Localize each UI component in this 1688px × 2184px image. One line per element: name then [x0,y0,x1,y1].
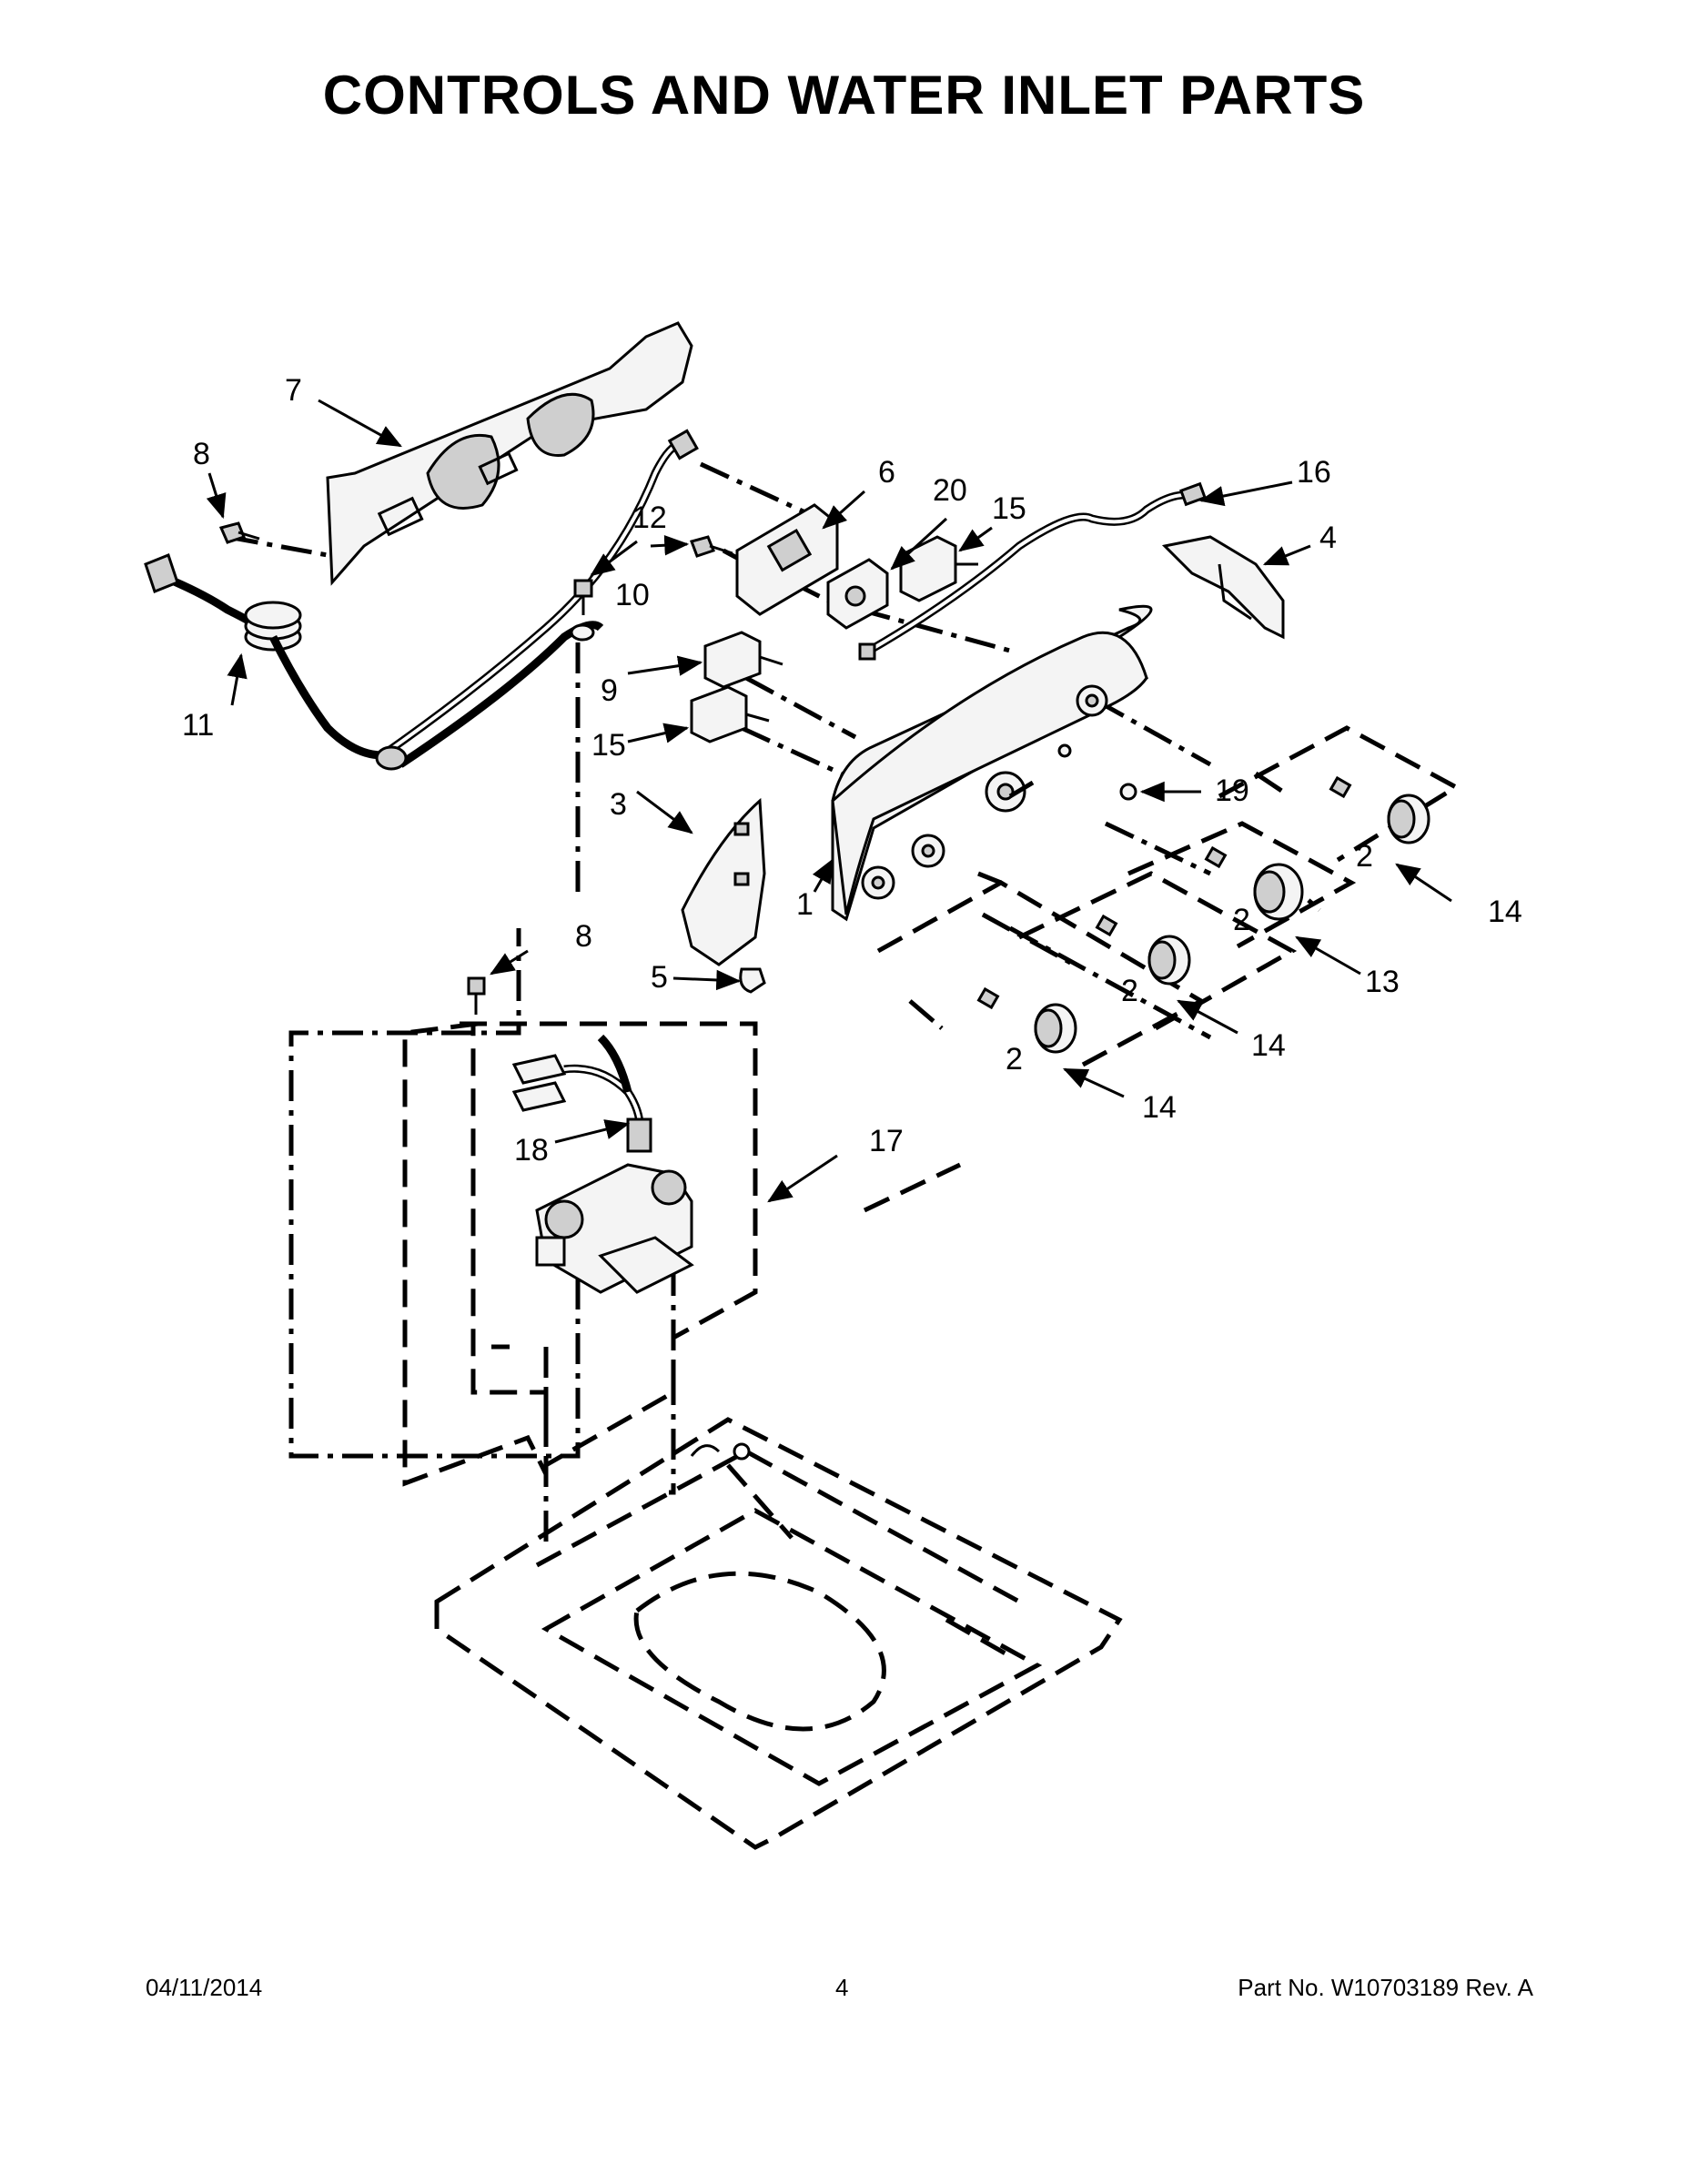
part-14-knob-middle [1147,935,1191,986]
part-5-clip [739,967,766,994]
callout-2-a: 2 [1356,839,1373,874]
callout-13: 13 [1365,965,1400,999]
callout-7: 7 [285,373,302,408]
part-7-rear-console-panel [326,321,693,586]
part-4-right-end-cap [1161,535,1285,640]
callout-10: 10 [615,578,650,612]
callout-20: 20 [933,473,967,508]
footer-date: 04/11/2014 [146,1974,263,2001]
callout-18: 18 [514,1133,549,1168]
callout-15-lower: 15 [591,728,626,763]
callout-9: 9 [601,673,618,708]
part-1-control-console [831,604,1153,922]
part-14-knob-top-right [1387,794,1430,844]
part-20-switch-plate [826,558,889,630]
part-18-inlet-harness [511,1034,652,1153]
callout-5: 5 [651,960,668,995]
washer-top-frame [434,1417,1123,1850]
leader-arrows [206,399,1452,1203]
callout-8: 8 [193,437,210,471]
callout-17: 17 [869,1124,904,1158]
callout-6: 6 [878,455,895,490]
callout-2-c: 2 [1121,974,1138,1008]
callout-15-top: 15 [992,491,1026,526]
callout-19: 19 [1215,774,1249,808]
callout-16: 16 [1297,455,1331,490]
callout-14-a: 14 [1488,895,1522,929]
part-2-spring [976,775,1352,1010]
valve-assembly-box [402,1021,758,1487]
footer-part-number: Part No. W10703189 Rev. A [1238,1974,1533,2001]
part-16-wire-harness [858,481,1207,661]
part-8-screw-lower [467,976,486,1015]
callout-14-b: 14 [1251,1028,1286,1063]
callout-3: 3 [610,787,627,822]
callout-14-c: 14 [1142,1090,1177,1125]
part-12-screw [573,579,593,615]
callout-12: 12 [632,500,667,535]
part-8-screw-top [218,521,260,544]
part-3-left-end-cap [681,797,766,966]
footer-page-number: 4 [835,1974,849,2001]
part-9-switch [703,631,783,689]
callout-11: 11 [182,708,214,743]
part-13-knob [1253,863,1304,921]
part-10-screw [690,535,733,558]
callout-1: 1 [796,887,814,922]
part-14-knob-lower [1034,1003,1077,1054]
part-19-button [1119,783,1137,801]
callout-2-d: 2 [1006,1042,1023,1077]
callout-labels: 7 8 12 10 11 6 20 15 16 4 9 15 3 19 2 2 … [182,373,1522,1168]
callout-4: 4 [1319,521,1337,555]
part-11-power-cord [144,553,383,760]
part-17-water-inlet-valve [535,1163,694,1294]
callout-2-b: 2 [1233,903,1250,937]
assembly-guide-lines [227,461,1321,1547]
page-title: CONTROLS AND WATER INLET PARTS [322,65,1366,126]
part-6-control-board [735,503,839,616]
part-15-switch-lower [690,685,770,743]
callout-8-lower: 8 [575,919,592,954]
